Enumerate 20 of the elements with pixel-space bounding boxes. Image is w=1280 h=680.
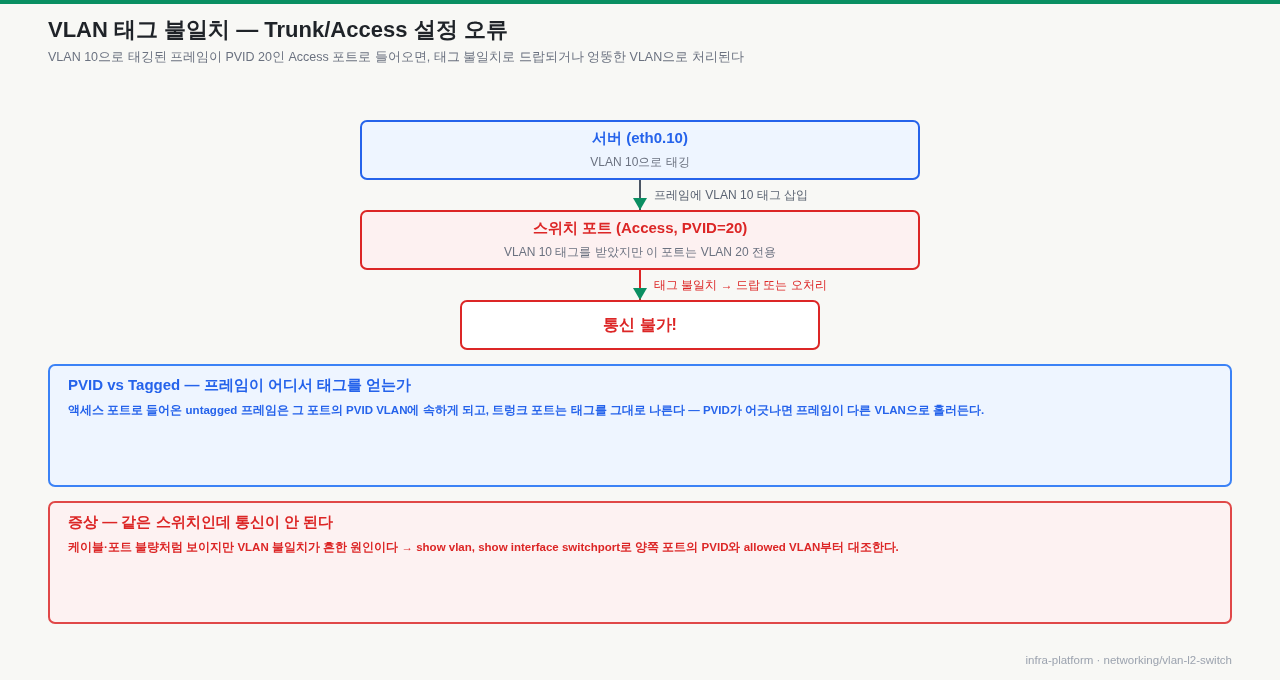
box-heading: 서버 (eth0.10): [592, 129, 688, 148]
footer-source-path: infra-platform · networking/vlan-l2-switch: [1025, 654, 1232, 666]
box-heading: 증상 — 같은 스위치인데 통신이 안 된다: [68, 513, 334, 532]
box-heading: PVID vs Tagged — 프레임이 어디서 태그를 얻는가: [68, 376, 413, 395]
diagram-title: VLAN 태그 불일치 — Trunk/Access 설정 오류: [48, 16, 508, 44]
result-box: [460, 300, 820, 350]
edge-label: 태그 불일치 → 드랍 또는 오처리: [652, 277, 829, 294]
box-description: 액세스 포트로 들어온 untagged 프레임은 그 포트의 PVID VLAN에 속하게 되고, 트렁크 포트는 태그를 그대로 나른다 — PVID가 어긋나면 프레임이 다른 VLAN으로 흘러든다.: [68, 403, 986, 418]
box-description: 케이블·포트 불량처럼 보이지만 VLAN 불일치가 흔한 원인이다 → show vlan, show interface switchport로 양쪽 포트의 PVID와 allowed VLAN부터 대조한다.: [68, 540, 900, 555]
warning-panel: [48, 501, 1232, 624]
box-heading: 스위치 포트 (Access, PVID=20): [532, 219, 748, 238]
box-heading: 통신 불가!: [603, 314, 677, 335]
arrow: [633, 269, 647, 301]
info-panel: [48, 364, 1232, 487]
box-description: VLAN 10 태그를 받았지만 이 포트는 VLAN 20 전용: [503, 244, 777, 261]
process-box: [360, 210, 920, 270]
box-description: VLAN 10으로 태깅: [590, 154, 690, 171]
process-box: [360, 120, 920, 180]
diagram-subtitle: VLAN 10으로 태깅된 프레임이 PVID 20인 Access 포트로 들어오면, 태그 불일치로 드랍되거나 엉뚱한 VLAN으로 처리된다: [48, 49, 744, 66]
arrow: [633, 179, 647, 211]
